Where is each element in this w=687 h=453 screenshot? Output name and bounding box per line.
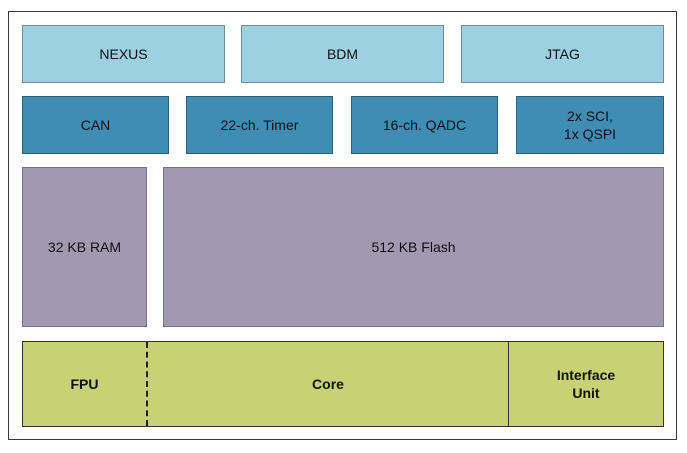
core-label: Core (312, 376, 344, 392)
timer-label: 22-ch. Timer (220, 117, 299, 133)
core-row: FPU Core Interface Unit (22, 341, 664, 427)
nexus-block: NEXUS (22, 25, 225, 83)
can-block: CAN (22, 96, 169, 154)
qadc-block: 16-ch. QADC (351, 96, 498, 154)
bdm-label: BDM (326, 46, 359, 62)
sci-qspi-block: 2x SCI, 1x QSPI (516, 96, 664, 154)
flash-label: 512 KB Flash (371, 239, 456, 255)
qadc-label: 16-ch. QADC (382, 117, 467, 133)
jtag-label: JTAG (545, 46, 580, 62)
core-interface-divider (508, 342, 509, 426)
nexus-label: NEXUS (99, 46, 148, 62)
interface-unit-label: Interface Unit (556, 367, 616, 401)
jtag-block: JTAG (461, 25, 664, 83)
bdm-block: BDM (241, 25, 444, 83)
ram-label: 32 KB RAM (47, 239, 122, 255)
timer-block: 22-ch. Timer (186, 96, 333, 154)
flash-block: 512 KB Flash (163, 167, 664, 327)
can-label: CAN (80, 117, 111, 133)
interface-unit-block: Interface Unit (509, 342, 663, 426)
sci-qspi-label: 2x SCI, 1x QSPI (563, 108, 617, 142)
fpu-label: FPU (70, 376, 99, 392)
fpu-block: FPU (23, 342, 146, 426)
ram-block: 32 KB RAM (22, 167, 147, 327)
core-block: Core (148, 342, 508, 426)
fpu-core-dashed-divider (146, 342, 148, 426)
